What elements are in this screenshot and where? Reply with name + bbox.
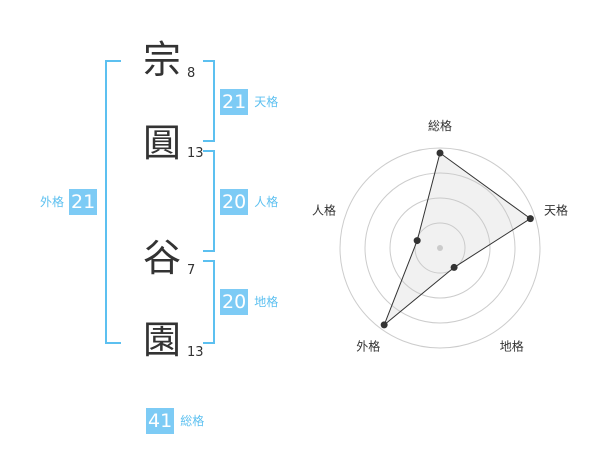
radar-point-1 [436, 149, 444, 157]
radar-ring-1 [414, 222, 466, 274]
jinkaku-bracket [203, 150, 215, 252]
radar-axis-label-5: 人格 [312, 202, 336, 217]
chikaku-badge: 20 地格 [220, 289, 278, 315]
radar-center-dot [437, 245, 443, 251]
radar-rings [339, 147, 541, 349]
radar-point-3 [450, 263, 458, 271]
radar-point-5 [413, 237, 421, 245]
chikaku-label: 地格 [254, 295, 279, 309]
radar-polygon [383, 152, 532, 327]
tenkaku-value: 21 [220, 89, 249, 115]
stroke-count-1: 8 [187, 66, 196, 81]
chikaku-bracket [203, 260, 215, 344]
name-char-3: 谷 [142, 236, 181, 280]
radar-points [380, 149, 534, 329]
chikaku-value: 20 [220, 289, 249, 315]
radar-point-4 [380, 321, 388, 329]
stroke-count-3: 7 [187, 263, 196, 278]
name-char-2: 圓 [142, 121, 181, 165]
stroke-count-2: 13 [187, 146, 204, 161]
radar-ring-4 [339, 147, 541, 349]
tenkaku-bracket [203, 60, 215, 142]
soukaku-label: 総格 [180, 414, 205, 428]
jinkaku-badge: 20 人格 [220, 189, 278, 215]
tenkaku-label: 天格 [254, 95, 279, 109]
radar-axis-label-2: 天格 [544, 202, 568, 217]
gaikaku-badge: 外格 21 [40, 189, 98, 215]
radar-point-2 [526, 215, 534, 223]
soukaku-badge: 41 総格 [146, 408, 204, 434]
gaikaku-bracket [105, 60, 121, 344]
jinkaku-value: 20 [220, 189, 249, 215]
name-char-1: 宗 [142, 38, 181, 82]
stroke-count-4: 13 [187, 345, 204, 360]
radar-axis-label-1: 総格 [428, 118, 452, 133]
gaikaku-value: 21 [69, 189, 98, 215]
radar-axis-label-4: 外格 [356, 339, 380, 354]
tenkaku-badge: 21 天格 [220, 89, 278, 115]
radar-axis-label-3: 地格 [500, 339, 524, 354]
name-char-4: 園 [142, 318, 181, 362]
gaikaku-label: 外格 [40, 195, 65, 209]
soukaku-value: 41 [146, 408, 175, 434]
radar-ring-2 [389, 197, 491, 299]
radar-shape [383, 152, 532, 327]
radar-ring-3 [364, 172, 516, 324]
jinkaku-label: 人格 [254, 195, 279, 209]
